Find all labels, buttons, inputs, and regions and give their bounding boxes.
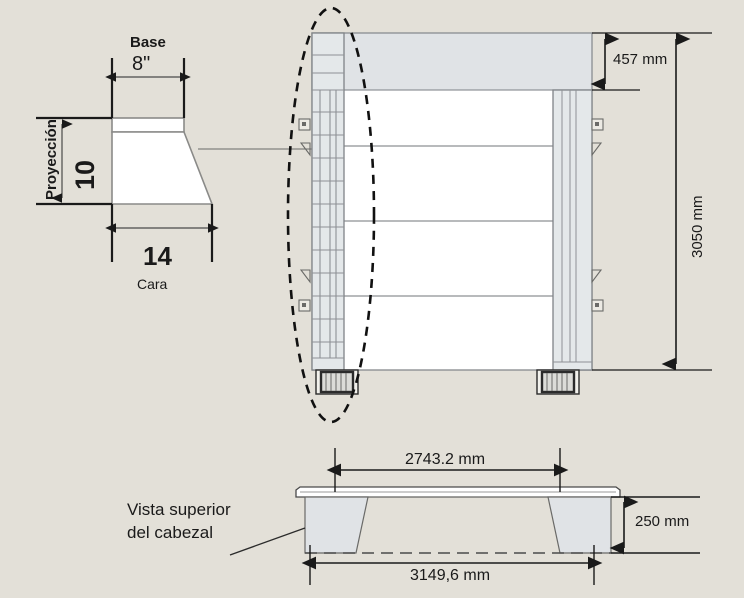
left-mount-bracket-lower [298, 269, 311, 312]
callout-ellipse [286, 6, 376, 424]
outer-width-label: 3149,6 mm [410, 567, 491, 584]
detail-profile-shape [111, 117, 214, 205]
machine-body [311, 32, 593, 371]
foot-right [536, 369, 580, 395]
header-height-dimension [590, 32, 712, 91]
detail-top-dimension [105, 58, 191, 118]
thickness-label: 250 mm [635, 513, 690, 530]
detail-height-label: 10 [70, 159, 100, 190]
cabezal-caption-leader [229, 527, 306, 556]
detail-height-dimension [36, 116, 112, 206]
detail-title-base: Base [130, 34, 166, 51]
inner-width-label: 2743.2 mm [405, 451, 486, 468]
cabezal-profile [295, 486, 621, 554]
total-height-label: 3050 mm [689, 195, 706, 258]
outer-width-dimension [301, 545, 603, 585]
detail-height-caption-proyeccion: Proyección [43, 119, 60, 200]
left-ladder-column [311, 32, 345, 371]
cabezal-caption-line1: Vista superior [127, 500, 231, 519]
inner-width-dimension [326, 448, 569, 492]
detail-bottom-caption-cara: Cara [137, 276, 168, 292]
total-height-dimension [592, 32, 712, 371]
detail-bottom-dimension [105, 204, 219, 262]
left-mount-bracket-upper [298, 118, 311, 157]
thickness-dimension [609, 495, 700, 555]
foot-left [315, 369, 359, 395]
right-column [552, 89, 593, 371]
cabezal-caption-line2: del cabezal [127, 523, 214, 542]
detail-bottom-width-label: 14 [143, 241, 172, 271]
right-mount-bracket-lower [591, 269, 604, 312]
header-height-label: 457 mm [613, 51, 668, 68]
detail-top-width-label: 8" [132, 53, 151, 75]
right-mount-bracket-upper [591, 118, 604, 157]
